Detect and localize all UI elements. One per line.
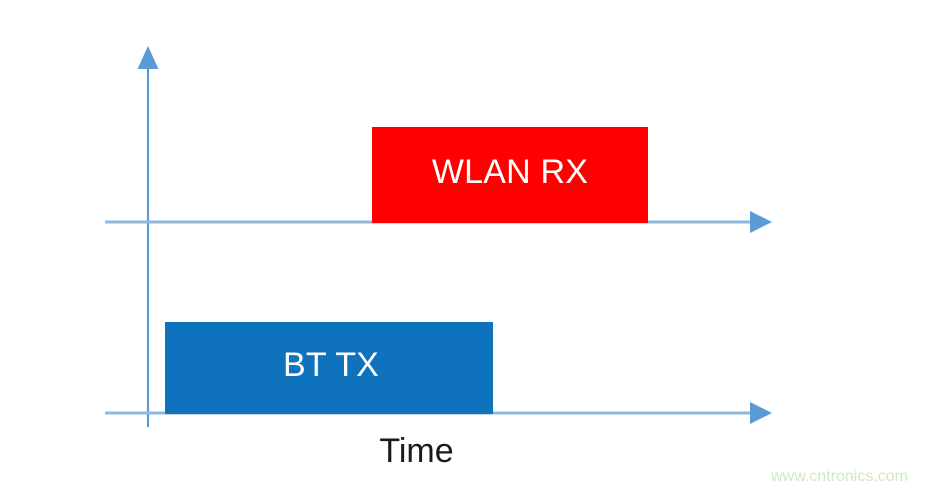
bt-tx-block: BT TX — [165, 322, 493, 414]
watermark-text: www.cntronics.com — [771, 468, 908, 485]
wlan-timeline-arrowhead-icon — [750, 211, 772, 233]
bt-tx-block-label: BT TX — [282, 346, 380, 384]
time-axis-caption: Time — [379, 432, 454, 470]
amplitude-axis-arrowhead-icon — [137, 46, 159, 69]
wlan-rx-block-label: WLAN RX — [431, 153, 589, 191]
wlan-rx-block: WLAN RX — [372, 127, 648, 223]
bt-timeline-arrowhead-icon — [750, 402, 772, 424]
